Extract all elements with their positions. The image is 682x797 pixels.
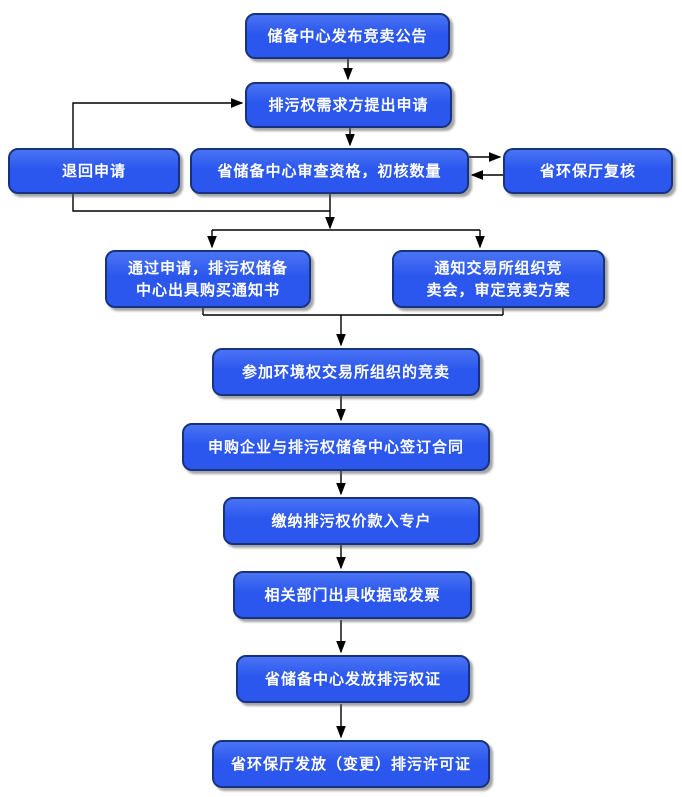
node-recheck-label: 省环保厅复核 xyxy=(539,161,636,180)
node-permit-label: 省环保厅发放（变更）排污许可证 xyxy=(230,754,471,773)
node-pay-label: 缴纳排污权价款入专户 xyxy=(271,511,432,530)
node-contract-label: 申购企业与排污权储备中心签订合同 xyxy=(207,437,464,456)
node-announce: 储备中心发布竞卖公告 xyxy=(245,13,450,59)
node-auction: 参加环境权交易所组织的竞卖 xyxy=(212,348,480,396)
node-notify-label: 通知交易所组织竞 卖会，审定竞卖方案 xyxy=(426,258,571,300)
node-notify: 通知交易所组织竞 卖会，审定竞卖方案 xyxy=(392,250,605,308)
node-approve: 通过申请，排污权储备 中心出具购买通知书 xyxy=(105,250,311,308)
edge-return-apply xyxy=(72,98,244,148)
node-apply: 排污权需求方提出申请 xyxy=(245,82,452,128)
node-apply-label: 排污权需求方提出申请 xyxy=(268,95,429,114)
node-receipt-label: 相关部门出具收据或发票 xyxy=(264,585,441,604)
node-certificate: 省储备中心发放排污权证 xyxy=(236,655,470,703)
node-return: 退回申请 xyxy=(8,148,180,194)
node-auction-label: 参加环境权交易所组织的竞卖 xyxy=(241,362,450,381)
node-recheck: 省环保厅复核 xyxy=(503,148,673,194)
node-review-label: 省储备中心审查资格，初核数量 xyxy=(217,161,442,180)
node-permit: 省环保厅发放（变更）排污许可证 xyxy=(212,740,490,788)
node-approve-label: 通过申请，排污权储备 中心出具购买通知书 xyxy=(127,258,288,300)
node-certificate-label: 省储备中心发放排污权证 xyxy=(264,669,441,688)
node-contract: 申购企业与排污权储备中心签订合同 xyxy=(182,423,490,471)
node-review: 省储备中心审查资格，初核数量 xyxy=(190,148,469,194)
edge-review-return-join xyxy=(72,193,330,212)
node-return-label: 退回申请 xyxy=(61,161,126,180)
node-pay: 缴纳排污权价款入专户 xyxy=(223,497,480,545)
node-announce-label: 储备中心发布竞卖公告 xyxy=(267,26,428,45)
node-receipt: 相关部门出具收据或发票 xyxy=(233,571,472,619)
